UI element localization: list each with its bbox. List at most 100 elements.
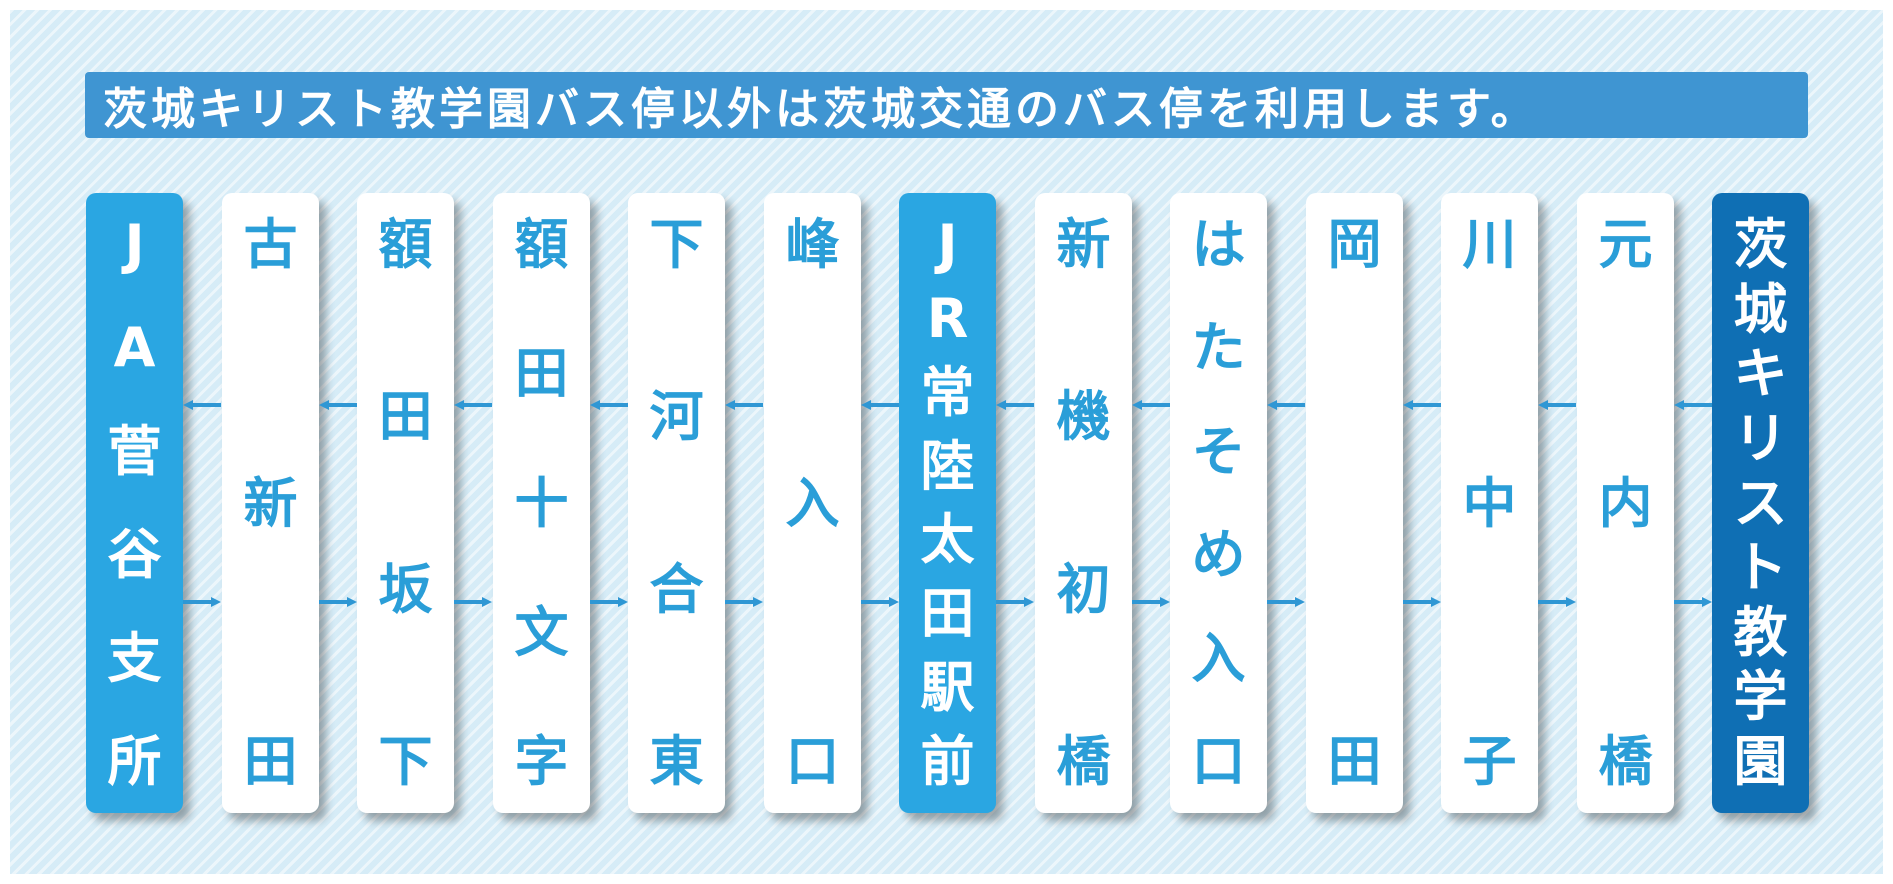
stop-ja-sugaya-char: 谷 xyxy=(107,523,162,587)
stop-shinkisobashi-char: 初 xyxy=(1056,557,1111,621)
stop-shinkisobashi-char: 新 xyxy=(1056,213,1111,276)
stop-kawanakago-char: 子 xyxy=(1462,730,1517,793)
stop-motouchibashi-char: 内 xyxy=(1598,471,1653,535)
stop-hatasome-char: た xyxy=(1191,316,1246,380)
stop-kawanakago-char: 中 xyxy=(1462,471,1517,535)
stop-okada-char: 田 xyxy=(1327,730,1382,793)
stop-shinkisobashi-char: 機 xyxy=(1056,385,1111,449)
arrow-left-icon xyxy=(1267,400,1305,410)
stop-kawanakago-char: 川 xyxy=(1462,213,1517,276)
stop-nukadajumonji-char: 田 xyxy=(514,342,569,406)
stop-kawanakago: 川中子 xyxy=(1441,193,1538,813)
arrow-left-icon xyxy=(590,400,628,410)
stop-mineiriguchi-char: 入 xyxy=(785,471,840,535)
arrow-right-icon xyxy=(1674,597,1712,607)
stop-furushinden: 古新田 xyxy=(222,193,319,813)
stop-motouchibashi: 元内橋 xyxy=(1577,193,1674,813)
arrow-left-icon xyxy=(319,400,357,410)
arrow-left-icon xyxy=(1132,400,1170,410)
arrow-right-icon xyxy=(725,597,763,607)
notice-banner: 茨城キリスト教学園バス停以外は茨城交通のバス停を利用します。 xyxy=(85,72,1808,138)
stop-ja-sugaya-char: 菅 xyxy=(107,419,162,483)
stop-shinkisobashi: 新機初橋 xyxy=(1035,193,1132,813)
stop-ibaraki-christian-char: ト xyxy=(1733,536,1788,600)
stop-hatasome-char: そ xyxy=(1191,419,1246,483)
stop-hatasome-char: は xyxy=(1191,213,1246,276)
stop-nukadasakashita-char: 田 xyxy=(378,385,433,449)
stop-shinkisobashi-char: 橋 xyxy=(1056,730,1111,793)
stop-mineiriguchi-char: 口 xyxy=(785,730,840,793)
stop-jr-hitachiota-char: 駅 xyxy=(920,656,975,720)
stop-hatasome: はたそめ入口 xyxy=(1170,193,1267,813)
stop-mineiriguchi-char: 峰 xyxy=(785,213,840,276)
stop-okada-char: 岡 xyxy=(1327,213,1382,276)
stop-jr-hitachiota-char: 田 xyxy=(920,582,975,646)
arrow-left-icon xyxy=(996,400,1034,410)
arrow-left-icon xyxy=(725,400,763,410)
stop-ibaraki-christian-char: キ xyxy=(1733,342,1788,406)
arrow-right-icon xyxy=(861,597,899,607)
stop-jr-hitachiota-char: R xyxy=(926,286,969,350)
notice-text: 茨城キリスト教学園バス停以外は茨城交通のバス停を利用します。 xyxy=(103,84,1539,135)
stop-nukadasakashita-char: 額 xyxy=(378,213,433,276)
stop-ibaraki-christian-char: 教 xyxy=(1733,600,1788,664)
stop-hatasome-char: め xyxy=(1191,523,1246,587)
stop-furushinden-char: 古 xyxy=(243,213,298,276)
stop-mineiriguchi: 峰入口 xyxy=(764,193,861,813)
arrow-right-icon xyxy=(1538,597,1576,607)
stop-ja-sugaya-char: A xyxy=(113,316,156,380)
arrow-right-icon xyxy=(1403,597,1441,607)
arrow-left-icon xyxy=(183,400,221,410)
arrow-right-icon xyxy=(454,597,492,607)
stop-shimokawaaihigashi-char: 東 xyxy=(649,730,704,793)
stop-jr-hitachiota-char: 前 xyxy=(920,730,975,793)
arrow-right-icon xyxy=(183,597,221,607)
stop-nukadajumonji-char: 額 xyxy=(514,213,569,276)
stop-okada: 岡田 xyxy=(1306,193,1403,813)
stop-hatasome-char: 入 xyxy=(1191,626,1246,690)
stop-jr-hitachiota-char: 陸 xyxy=(920,434,975,498)
stop-shimokawaaihigashi-char: 下 xyxy=(649,213,704,276)
stop-shimokawaaihigashi-char: 合 xyxy=(649,557,704,621)
stop-shimokawaaihigashi-char: 河 xyxy=(649,385,704,449)
stop-hatasome-char: 口 xyxy=(1191,730,1246,793)
stop-ibaraki-christian-char: 城 xyxy=(1733,277,1788,341)
stop-ibaraki-christian-char: 学 xyxy=(1733,665,1788,729)
stop-ibaraki-christian-char: 茨 xyxy=(1733,213,1788,276)
stop-nukadasakashita-char: 下 xyxy=(378,730,433,793)
arrow-right-icon xyxy=(1267,597,1305,607)
arrow-right-icon xyxy=(319,597,357,607)
arrow-right-icon xyxy=(590,597,628,607)
stop-motouchibashi-char: 橋 xyxy=(1598,730,1653,793)
stop-nukadajumonji-char: 字 xyxy=(514,730,569,793)
arrow-right-icon xyxy=(996,597,1034,607)
stop-nukadajumonji-char: 文 xyxy=(514,600,569,664)
stop-ja-sugaya-char: J xyxy=(124,213,145,276)
stop-shimokawaaihigashi: 下河合東 xyxy=(628,193,725,813)
stop-nukadajumonji-char: 十 xyxy=(514,471,569,535)
stop-ibaraki-christian-char: 園 xyxy=(1733,730,1788,793)
stop-motouchibashi-char: 元 xyxy=(1598,213,1653,276)
stop-ibaraki-christian-char: ス xyxy=(1733,471,1788,535)
stop-nukadajumonji: 額田十文字 xyxy=(493,193,590,813)
stop-jr-hitachiota-char: 常 xyxy=(920,360,975,424)
arrow-left-icon xyxy=(454,400,492,410)
stop-nukadasakashita: 額田坂下 xyxy=(357,193,454,813)
arrow-right-icon xyxy=(1132,597,1170,607)
stop-ibaraki-christian: 茨城キリスト教学園 xyxy=(1712,193,1809,813)
stop-jr-hitachiota-char: 太 xyxy=(920,508,975,572)
stop-furushinden-char: 新 xyxy=(243,471,298,535)
arrow-left-icon xyxy=(1674,400,1712,410)
stop-ja-sugaya-char: 支 xyxy=(107,626,162,690)
arrow-left-icon xyxy=(1403,400,1441,410)
stop-nukadasakashita-char: 坂 xyxy=(378,557,433,621)
stop-jr-hitachiota-char: J xyxy=(937,213,958,276)
stop-ibaraki-christian-char: リ xyxy=(1733,406,1788,470)
stop-furushinden-char: 田 xyxy=(243,730,298,793)
arrow-left-icon xyxy=(1538,400,1576,410)
arrow-left-icon xyxy=(861,400,899,410)
stop-ja-sugaya-char: 所 xyxy=(107,730,162,793)
